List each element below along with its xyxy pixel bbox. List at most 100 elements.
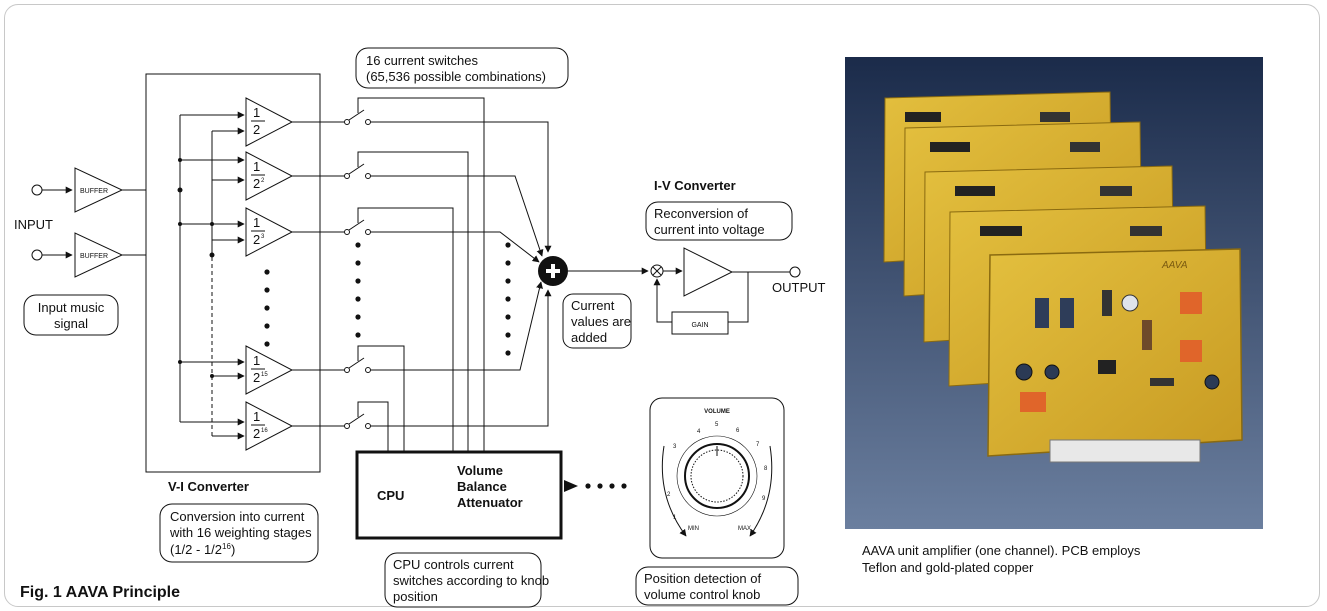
weighting-stage-2 <box>245 151 294 201</box>
stage-ellipsis-dots <box>264 269 270 347</box>
vi-callout-line3-a: (1/2 - 1/2 <box>170 542 222 557</box>
knob-tick-6: 6 <box>736 428 740 434</box>
cpu-block: CPU Volume Balance Attenuator CPU contro… <box>355 450 627 608</box>
stage-15-den: 2 <box>253 370 260 385</box>
stage-16-exp: 16 <box>261 428 268 434</box>
figure-caption: Fig. 1 AAVA Principle <box>20 584 180 601</box>
cpu-label: CPU <box>377 488 404 503</box>
vi-converter: 1 2 1 2 2 1 2 3 <box>145 73 321 563</box>
buffer-amp-1 <box>74 167 124 213</box>
input-callout <box>23 294 119 336</box>
cpu-line2: Balance <box>457 479 507 494</box>
stage-15-exp: 15 <box>261 372 268 378</box>
stage-2-exp: 2 <box>261 178 265 184</box>
knob-callout <box>635 566 799 606</box>
iv-amplifier <box>683 247 734 297</box>
knob-tick-7: 7 <box>756 442 760 448</box>
knob-tick-3: 3 <box>673 444 677 450</box>
volume-knob-icon <box>684 443 750 509</box>
input-terminal-bottom <box>31 249 43 261</box>
knob-tick-8: 8 <box>764 466 768 472</box>
vi-callout-line3-end: ) <box>231 542 235 557</box>
summing-callout <box>562 293 632 349</box>
knob-tick-4: 4 <box>697 429 701 435</box>
cpu-box <box>355 450 563 540</box>
stage-3-den: 2 <box>253 232 260 247</box>
input-section: INPUT BUFFER BUFFER Input music signal <box>14 167 212 336</box>
iv-callout-line1: Reconversion of <box>654 206 748 221</box>
cpu-callout-line1: CPU controls current <box>393 557 514 572</box>
iv-callout-line2: current into voltage <box>654 222 765 237</box>
aava-board-photo: AAVA AAVA unit amplifier (one channel). … <box>845 57 1263 575</box>
summing-callout-line3: added <box>571 330 607 345</box>
vi-converter-box <box>145 73 321 473</box>
knob-to-cpu-arrow <box>564 480 578 492</box>
knob-tick-5: 5 <box>715 422 719 428</box>
knob-callout-line1: Position detection of <box>644 571 761 586</box>
vi-converter-callout <box>159 503 319 563</box>
figure-frame <box>4 4 1320 607</box>
knob-max-label: MAX <box>738 526 751 532</box>
cpu-callout-line2: switches according to knob <box>393 573 549 588</box>
summing-node: Current values are added <box>538 256 649 349</box>
gain-label: GAIN <box>691 322 708 329</box>
buffer-label-2: BUFFER <box>80 253 108 260</box>
weighting-stage-15 <box>245 345 294 395</box>
weighting-stage-16 <box>245 401 294 451</box>
input-callout-line1: Input music <box>38 300 105 315</box>
photo-caption-line2: Teflon and gold-plated copper <box>862 560 1034 575</box>
vi-converter-title: V-I Converter <box>168 479 249 494</box>
knob-min-label: MIN <box>688 526 699 532</box>
input-terminal-top <box>31 184 43 196</box>
rotate-cw-arrow-icon <box>749 445 773 537</box>
stage-15-num: 1 <box>253 353 260 368</box>
vi-callout-line3-sup: 16 <box>222 542 231 551</box>
switches-callout-line2: (65,536 possible combinations) <box>366 69 546 84</box>
cpu-line3: Attenuator <box>457 495 523 510</box>
gain-box <box>671 311 729 335</box>
stage-2-num: 1 <box>253 159 260 174</box>
knob-callout-line2: volume control knob <box>644 587 760 602</box>
stage-16-den: 2 <box>253 426 260 441</box>
switch-ellipsis-dots <box>355 242 511 356</box>
knob-title: VOLUME <box>704 409 730 415</box>
volume-knob-panel: VOLUME 1 2 3 4 5 6 7 8 9 MIN MAX Positio… <box>635 397 799 606</box>
knob-tick-9: 9 <box>762 496 766 502</box>
stage-2-den: 2 <box>253 176 260 191</box>
stage-16-num: 1 <box>253 409 260 424</box>
stage-3-exp: 3 <box>261 234 265 240</box>
input-callout-line2: signal <box>54 316 88 331</box>
buffer-amp-2 <box>74 232 124 278</box>
iv-converter-callout <box>645 201 793 241</box>
stage-1-num: 1 <box>253 105 260 120</box>
weighting-stage-1 <box>245 97 294 147</box>
vi-callout-line1: Conversion into current <box>170 509 305 524</box>
knob-tick-2: 2 <box>667 492 671 498</box>
current-switches: 16 current switches (65,536 possible com… <box>292 47 569 452</box>
weighting-stage-3 <box>245 207 294 257</box>
photo-caption-line1: AAVA unit amplifier (one channel). PCB e… <box>862 543 1141 558</box>
switches-callout-line1: 16 current switches <box>366 53 478 68</box>
knob-dial-scale <box>676 435 758 517</box>
summing-callout-line1: Current <box>571 298 615 313</box>
cpu-callout <box>384 552 542 608</box>
input-label: INPUT <box>14 217 53 232</box>
buffer-label-1: BUFFER <box>80 188 108 195</box>
board-label: AAVA <box>1161 260 1188 271</box>
rotate-ccw-arrow-icon <box>661 445 687 537</box>
summing-callout-line2: values are <box>571 314 631 329</box>
output-label: OUTPUT <box>772 280 826 295</box>
cpu-callout-line3: position <box>393 589 438 604</box>
iv-converter: I-V Converter Reconversion of current in… <box>645 178 826 335</box>
cpu-line1: Volume <box>457 463 503 478</box>
switches-callout <box>355 47 569 89</box>
pcb-board-front: AAVA <box>987 248 1243 463</box>
vi-callout-line2: with 16 weighting stages <box>169 525 312 540</box>
edge-connector <box>1049 439 1201 463</box>
iv-converter-title: I-V Converter <box>654 178 736 193</box>
output-terminal <box>789 266 801 278</box>
stage-3-num: 1 <box>253 215 260 230</box>
vi-callout-line3: (1/2 - 1/216) <box>170 542 235 557</box>
